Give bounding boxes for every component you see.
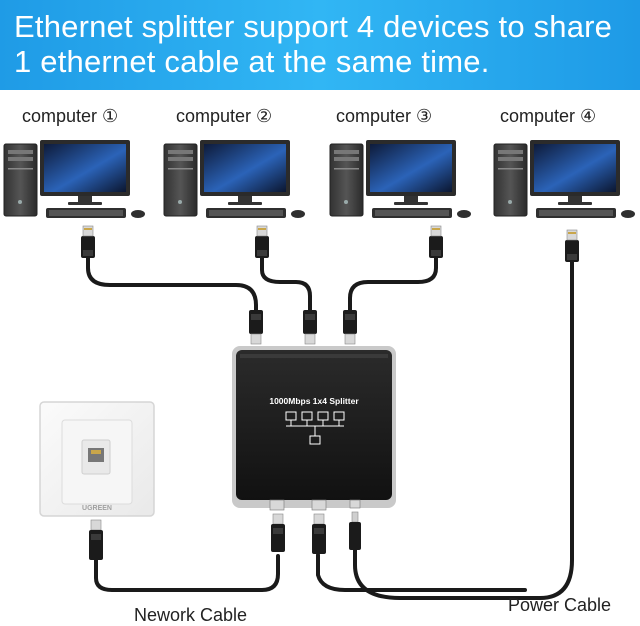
network-cable-label: Nework Cable [134, 605, 248, 625]
banner-line-1: Ethernet splitter support 4 devices to s… [14, 9, 613, 44]
rj45-plug-wall [89, 519, 103, 560]
computer-2 [163, 139, 306, 219]
computer-4-label: computer ④ [500, 106, 597, 126]
header-banner: Ethernet splitter support 4 devices to s… [0, 0, 640, 90]
wall-socket: UGREEN [39, 401, 155, 517]
rj45-plug-computer-1 [80, 225, 96, 259]
rj45-plug-computer-3 [428, 225, 444, 259]
computer-4 [493, 139, 636, 219]
wall-plate-brand: UGREEN [82, 505, 112, 512]
banner-line-2: 1 ethernet cable at the same time. [14, 44, 490, 79]
computer-2-label: computer ② [176, 106, 273, 126]
splitter-bottom-plugs [271, 511, 361, 554]
lan-cables [86, 256, 574, 600]
rj45-plug-computer-4 [564, 229, 580, 263]
computer-1 [3, 139, 146, 219]
splitter-top-plugs [249, 310, 357, 345]
computer-3 [329, 139, 472, 219]
ethernet-splitter: 1000Mbps 1x4 Splitter [232, 346, 396, 511]
splitter-title: 1000Mbps 1x4 Splitter [269, 396, 359, 406]
computer-1-label: computer ① [22, 106, 119, 126]
computer-3-label: computer ③ [336, 106, 433, 126]
splitter-topology-icon [285, 411, 345, 445]
rj45-plug-computer-2 [254, 225, 270, 259]
usb-c-power-plug [349, 511, 361, 550]
power-cable-label: Power Cable [508, 595, 612, 615]
